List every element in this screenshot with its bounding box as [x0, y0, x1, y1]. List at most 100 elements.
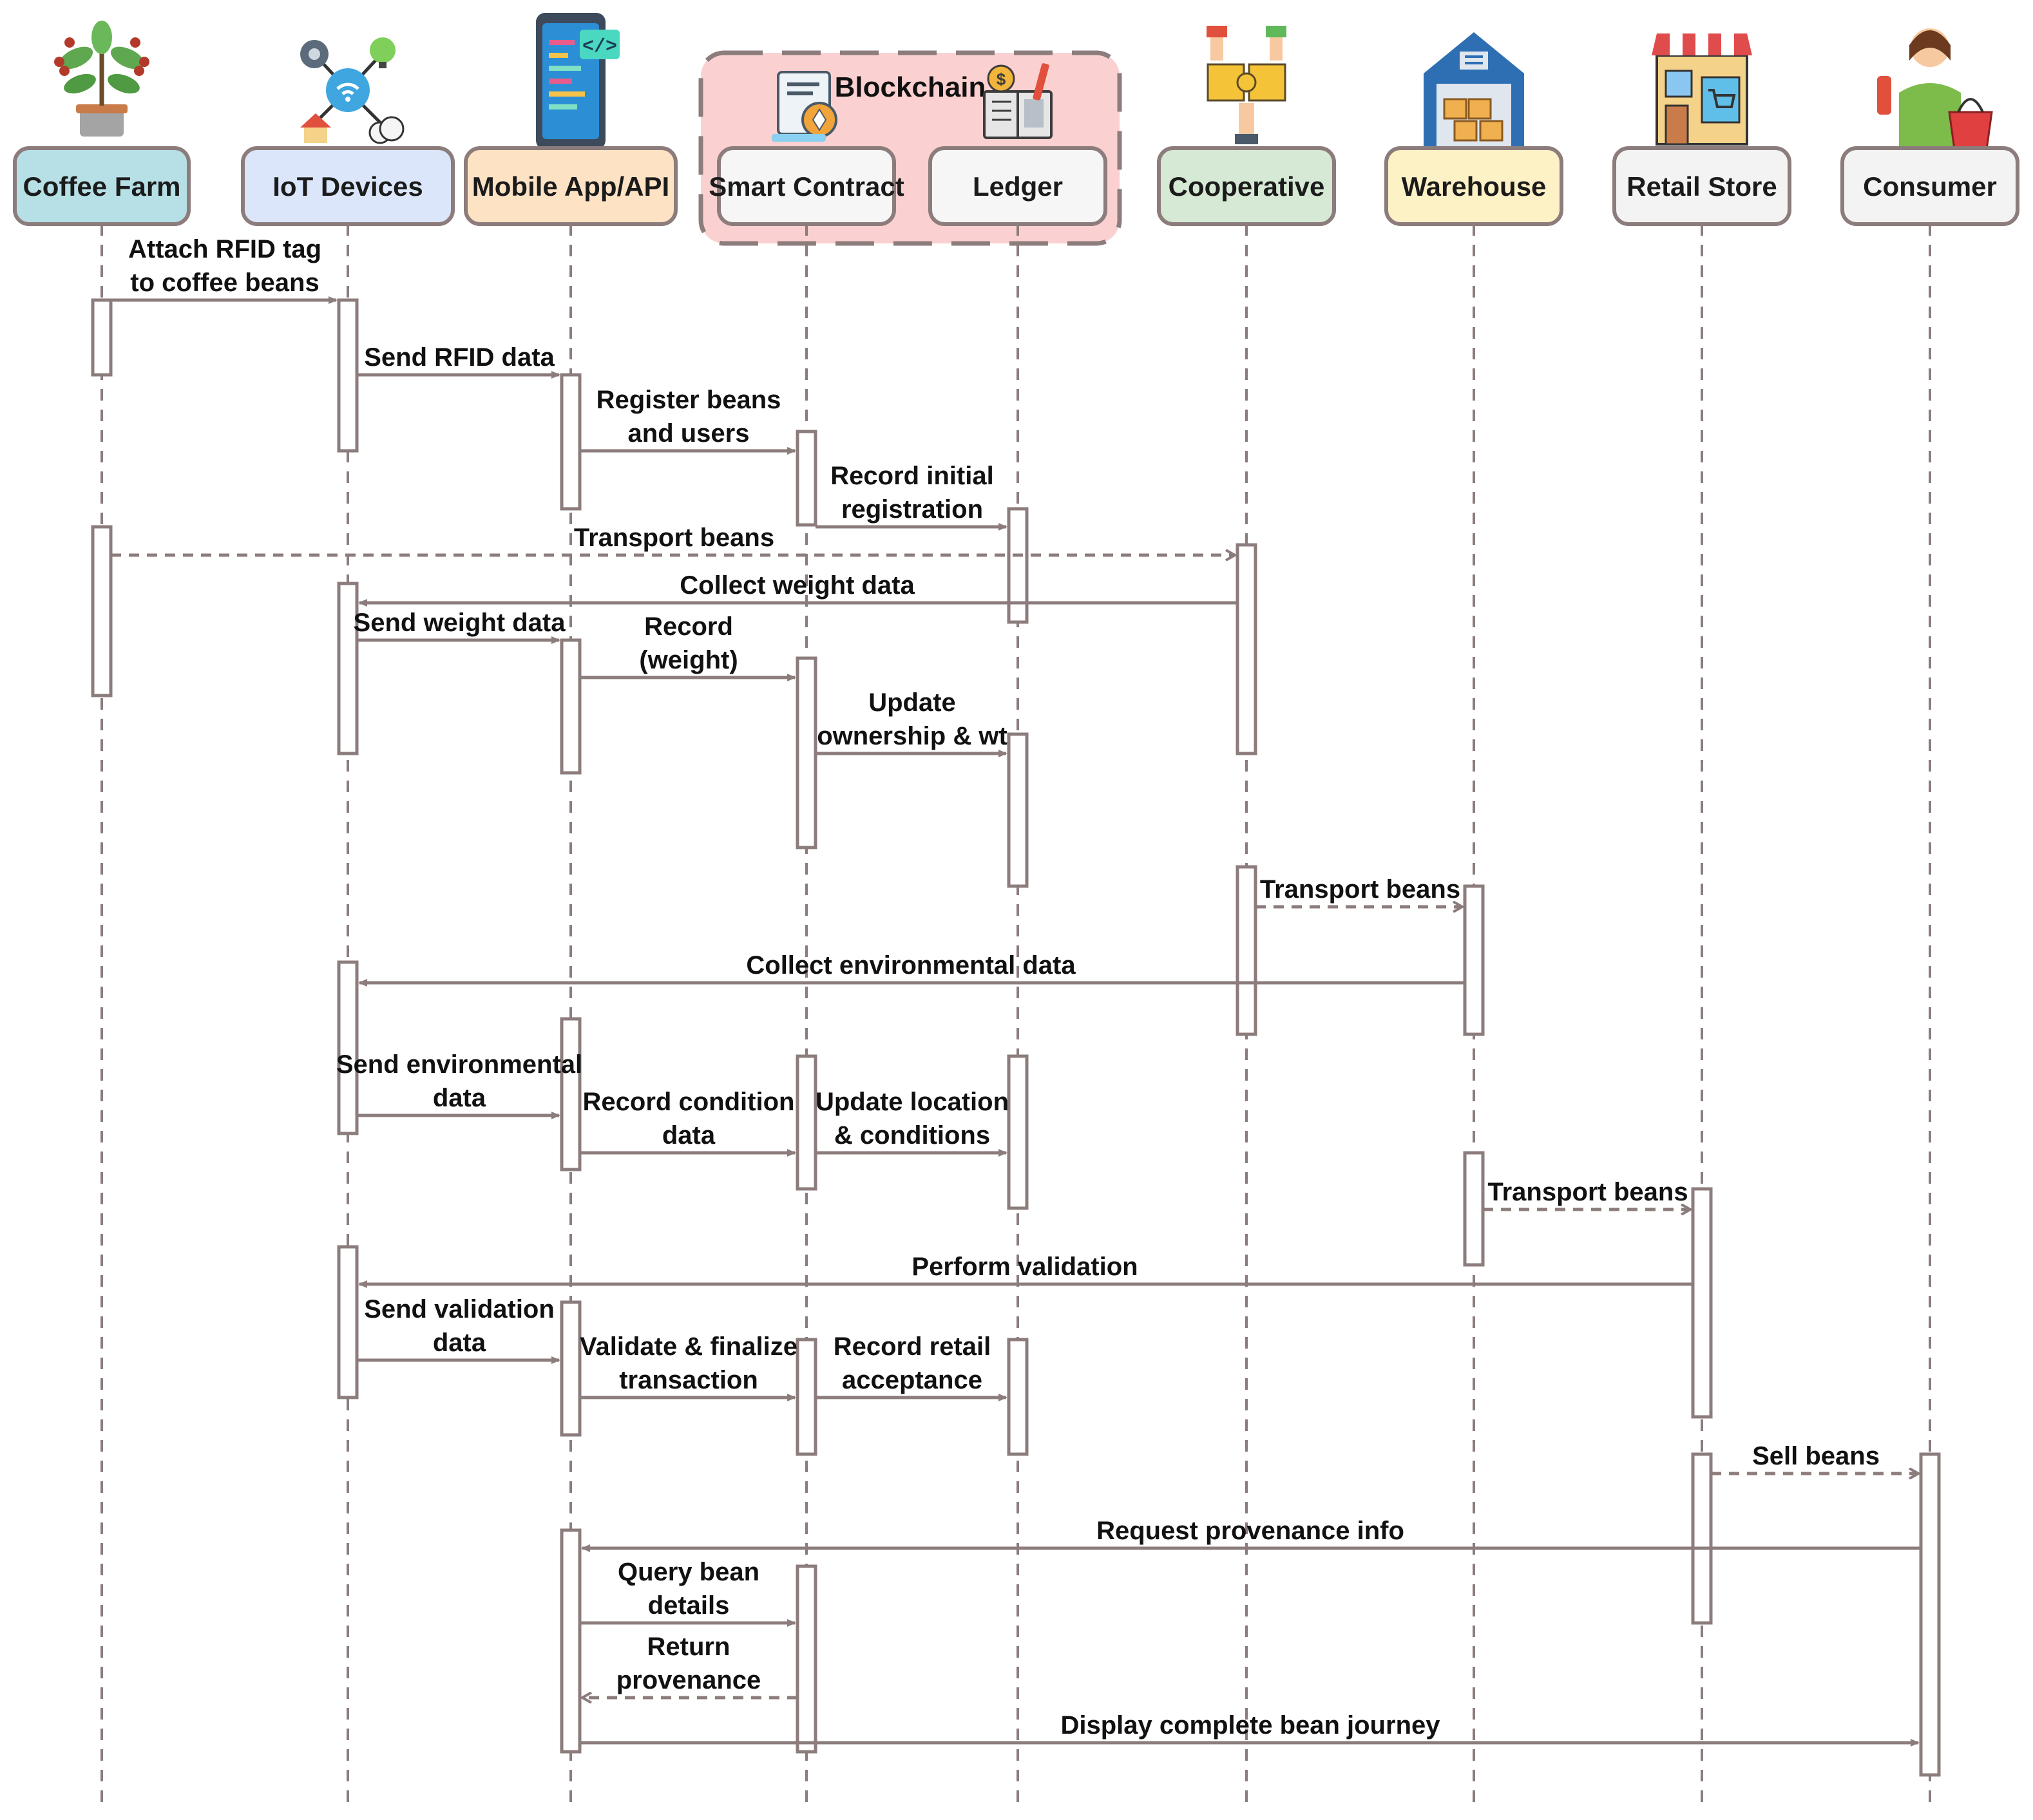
message-label: Send validation: [364, 1295, 555, 1323]
activation-bar-farm: [91, 525, 113, 697]
message-15: Transport beans: [1483, 1178, 1690, 1209]
actor-ledger: Ledger: [928, 146, 1107, 226]
message-label: Record retail: [834, 1332, 991, 1361]
message-label: Return: [647, 1633, 730, 1661]
actor-label: Consumer: [1863, 171, 1997, 202]
message-label: Transport beans: [1487, 1178, 1688, 1206]
message-label: (weight): [639, 646, 738, 674]
activation-bar-sc: [796, 1054, 817, 1191]
message-5: Transport beans: [111, 524, 1235, 555]
message-10: Transport beans: [1255, 875, 1462, 907]
actor-box: [1612, 146, 1791, 226]
activation-bar-wh: [1463, 1151, 1485, 1267]
message-label: transaction: [619, 1366, 758, 1394]
actor-farm: Coffee Farm: [13, 146, 191, 226]
message-label: data: [433, 1329, 486, 1357]
message-6: Collect weight data: [358, 571, 1237, 607]
activation-bar-coop: [1236, 865, 1257, 1036]
actor-box: [717, 146, 896, 226]
message-label: to coffee beans: [130, 269, 319, 297]
activation-bar-iot: [337, 582, 359, 755]
actor-wh: Warehouse: [1384, 146, 1563, 226]
activation-bar-app: [560, 638, 582, 775]
actor-iot: IoT Devices: [241, 146, 455, 226]
message-label: Transport beans: [574, 524, 774, 552]
actor-app: Mobile App/API: [464, 146, 678, 226]
activation-bar-iot: [337, 1245, 359, 1399]
message-label: data: [433, 1084, 486, 1112]
message-label: Validate & finalize: [580, 1332, 797, 1361]
activation-bar-retail: [1691, 1452, 1713, 1625]
svg-text:$: $: [997, 70, 1006, 89]
activation-bar-sc: [796, 656, 817, 849]
activation-bars: [91, 298, 1941, 1777]
message-8: Record (weight): [580, 612, 796, 681]
message-label: Sell beans: [1752, 1442, 1880, 1470]
activation-bar-iot: [337, 298, 359, 453]
coffee-plant-icon: [54, 21, 149, 137]
cooperative-puzzle-icon: [1207, 26, 1286, 144]
message-17: Send validation data: [357, 1295, 560, 1364]
message-24: Display complete bean journey: [580, 1711, 1920, 1747]
message-2: Send RFID data: [357, 343, 560, 379]
message-label: Update location: [816, 1088, 1009, 1116]
lifelines: [100, 224, 1931, 1810]
actor-consumer: Consumer: [1840, 146, 2019, 226]
activation-bar-consumer: [1919, 1452, 1941, 1777]
smart-contract-icon: [772, 71, 837, 142]
actor-label: Ledger: [973, 171, 1063, 202]
message-label: Record: [644, 612, 733, 641]
actor-box: [13, 146, 191, 226]
actor-box: [1157, 146, 1336, 226]
iot-network-icon: [300, 37, 405, 144]
activation-bar-retail: [1691, 1187, 1713, 1419]
warehouse-icon: [1424, 32, 1524, 151]
message-label: and users: [628, 419, 750, 448]
actor-sc: Smart Contract: [709, 146, 904, 226]
message-label: ownership & wt: [817, 722, 1007, 750]
actor-label: IoT Devices: [272, 171, 423, 202]
message-label: data: [662, 1121, 716, 1150]
actor-box: [928, 146, 1107, 226]
message-label: Transport beans: [1260, 875, 1460, 904]
activation-bar-wh: [1463, 884, 1485, 1036]
activation-bar-app: [560, 1017, 582, 1171]
message-label: Display complete bean journey: [1060, 1711, 1440, 1739]
activation-bar-ledger: [1007, 1054, 1029, 1210]
actor-label: Warehouse: [1402, 171, 1547, 202]
actor-retail: Retail Store: [1612, 146, 1791, 226]
actor-box: [241, 146, 455, 226]
message-label: Collect weight data: [680, 571, 915, 600]
message-label: Send weight data: [354, 609, 566, 637]
ledger-book-icon: $: [983, 63, 1053, 139]
activation-bar-iot: [337, 960, 359, 1135]
message-label: Attach RFID tag: [128, 235, 321, 263]
message-label: acceptance: [842, 1366, 982, 1394]
activation-bar-ledger: [1007, 1338, 1029, 1456]
store-icon: [1652, 33, 1752, 146]
activation-bar-app: [560, 1528, 582, 1754]
message-1: Attach RFID tag to coffee beans: [111, 235, 338, 304]
activation-bar-ledger: [1007, 732, 1029, 888]
activation-bar-sc: [796, 1338, 817, 1456]
actor-label: Coffee Farm: [23, 171, 180, 202]
message-label: Collect environmental data: [746, 951, 1076, 980]
activation-bar-farm: [91, 298, 113, 377]
actor-box: [464, 146, 678, 226]
actor-label: Cooperative: [1169, 171, 1325, 202]
message-label: details: [648, 1591, 730, 1620]
message-13: Record condition data: [580, 1088, 796, 1157]
message-label: Record condition: [583, 1088, 795, 1116]
message-7: Send weight data: [354, 609, 566, 644]
message-20: Sell beans: [1711, 1442, 1918, 1474]
svg-text:</>: </>: [582, 36, 617, 58]
message-label: Register beans: [597, 386, 781, 414]
actor-boxes: Coffee Farm IoT Devices Mobile App/API Smar…: [13, 146, 2019, 226]
message-label: registration: [841, 495, 983, 524]
message-18: Validate & finalize transaction: [580, 1332, 797, 1401]
message-19: Record retail acceptance: [816, 1332, 1007, 1401]
